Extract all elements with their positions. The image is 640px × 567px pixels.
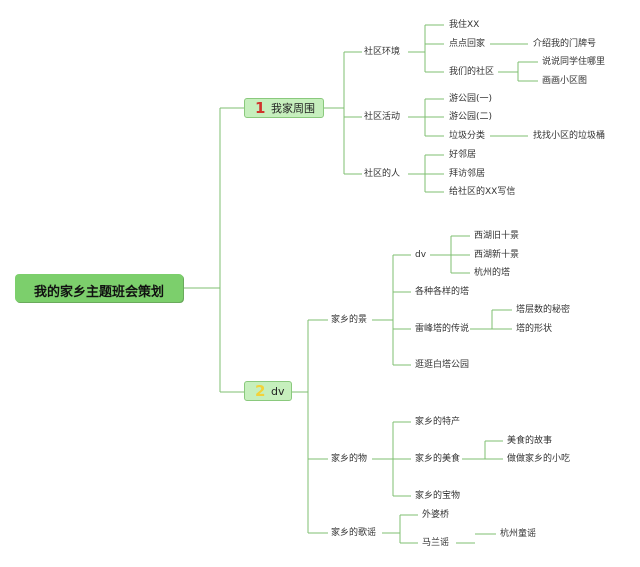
topic-item[interactable]: 找找小区的垃圾桶 <box>533 131 606 141</box>
topic-item[interactable]: 画画小区图 <box>542 76 588 86</box>
topic-item[interactable]: 家乡的特产 <box>415 417 461 427</box>
topic-item[interactable]: 外婆桥 <box>422 510 450 520</box>
root-topic-label: 我的家乡主题班会策划 <box>33 285 164 300</box>
topic-item[interactable]: 马兰谣 <box>422 538 450 548</box>
topic-item[interactable]: 美食的故事 <box>507 436 553 446</box>
topic-item[interactable]: 杭州童谣 <box>500 529 537 539</box>
topic-item[interactable]: 游公园(一) <box>449 94 493 104</box>
topic-community-activities[interactable]: 社区活动 <box>364 112 401 122</box>
topic-item[interactable]: 我住XX <box>449 20 480 30</box>
topic-item[interactable]: 给社区的XX写信 <box>449 187 516 197</box>
topic-item[interactable]: 西湖旧十景 <box>474 231 520 241</box>
topic-item[interactable]: 逛逛白塔公园 <box>415 360 470 370</box>
branch-2-label: dv <box>271 385 285 398</box>
topic-item[interactable]: 我们的社区 <box>449 67 495 77</box>
topic-item[interactable]: 各种各样的塔 <box>415 287 470 297</box>
topic-item[interactable]: 垃圾分类 <box>449 131 486 141</box>
topic-item[interactable]: 杭州的塔 <box>474 268 511 278</box>
topic-item[interactable]: 塔层数的秘密 <box>516 305 571 315</box>
topic-hometown-scenery[interactable]: 家乡的景 <box>331 315 368 325</box>
topic-item[interactable]: 说说同学住哪里 <box>542 57 606 67</box>
topic-item[interactable]: 好邻居 <box>449 150 477 160</box>
topic-item[interactable]: 家乡的宝物 <box>415 491 461 501</box>
topic-item[interactable]: 游公园(二) <box>449 112 493 122</box>
topic-hometown-things[interactable]: 家乡的物 <box>331 454 368 464</box>
topic-item[interactable]: 拜访邻居 <box>449 169 486 179</box>
topic-item[interactable]: 塔的形状 <box>516 324 553 334</box>
branch-2-topic[interactable]: 2 dv <box>244 381 292 401</box>
topic-item[interactable]: dv <box>415 250 427 260</box>
topic-item[interactable]: 雷峰塔的传说 <box>415 324 470 334</box>
topic-item[interactable]: 做做家乡的小吃 <box>507 454 571 464</box>
topic-community-people[interactable]: 社区的人 <box>364 169 401 179</box>
topic-item[interactable]: 家乡的美食 <box>415 454 461 464</box>
branch-1-label: 我家周围 <box>271 102 315 115</box>
topic-community-environment[interactable]: 社区环境 <box>364 47 401 57</box>
topic-item[interactable]: 点点回家 <box>449 39 486 49</box>
branch-1-number: 1 <box>255 99 266 117</box>
branch-2-number: 2 <box>255 382 266 400</box>
topic-hometown-ballads[interactable]: 家乡的歌谣 <box>331 528 377 538</box>
topic-item[interactable]: 介绍我的门牌号 <box>533 39 597 49</box>
root-topic[interactable]: 我的家乡主题班会策划 <box>15 274 183 302</box>
topic-item[interactable]: 西湖新十景 <box>474 250 520 260</box>
branch-1-topic[interactable]: 1 我家周围 <box>244 98 324 118</box>
